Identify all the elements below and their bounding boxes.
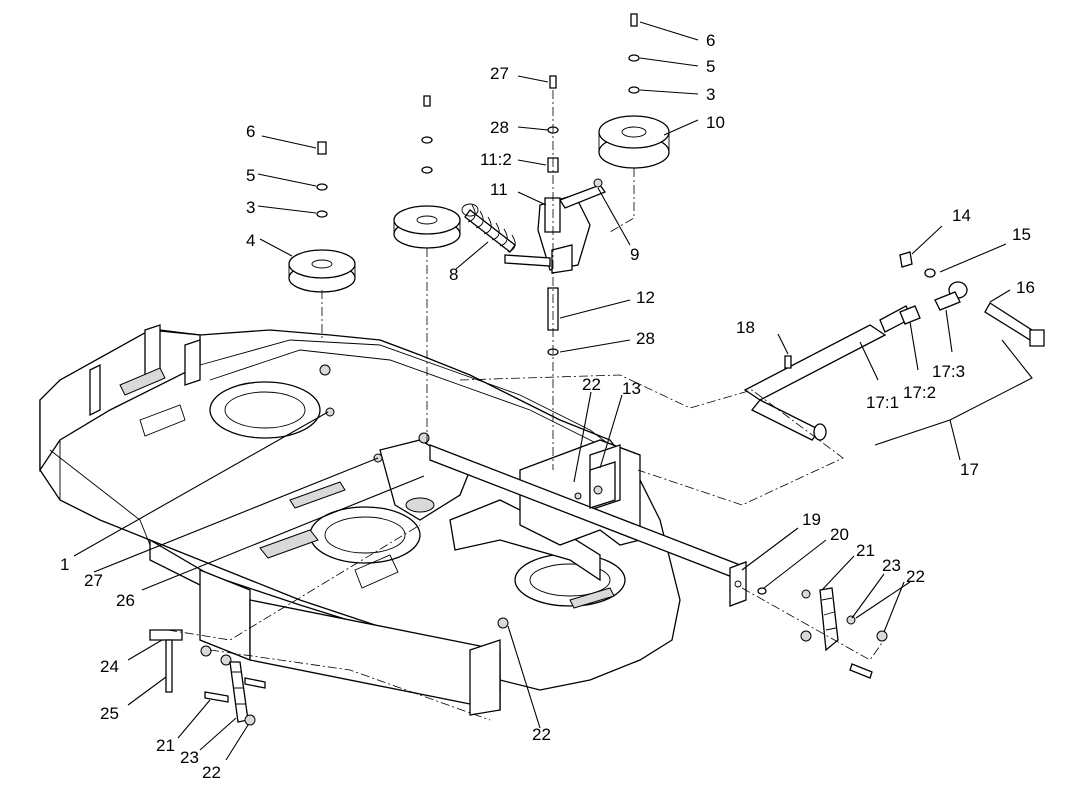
callout-12: 12 [636,288,655,307]
callout-3-left: 3 [246,198,255,217]
callout-14: 14 [952,206,971,225]
extension-spring [461,203,516,253]
callout-labels: 6 5 3 4 27 28 11:2 11 8 6 5 3 10 9 12 28… [60,31,1035,782]
alignment-centerlines [167,90,885,721]
callout-17-3: 17:3 [932,362,965,381]
pivot-rod-assembly [743,251,1045,441]
mower-deck-housing [39,324,741,716]
callout-23-right: 23 [882,556,901,575]
callout-27-top: 27 [490,64,509,83]
right-mount-plate [729,561,888,679]
leader-lines [73,21,1033,761]
washers-and-bolts [316,13,640,356]
callout-23-left: 23 [180,748,199,767]
callout-19: 19 [802,510,821,529]
callout-3-right: 3 [706,85,715,104]
callout-10: 10 [706,113,725,132]
callout-1: 1 [60,555,69,574]
callout-15: 15 [1012,225,1031,244]
callout-4: 4 [246,231,255,250]
callout-11: 11 [490,180,508,199]
callout-17-1: 17:1 [866,393,899,412]
right-idler-pulley [598,115,670,169]
callout-20: 20 [830,525,849,544]
callout-25: 25 [100,704,119,723]
callout-22-left: 22 [202,763,221,782]
left-mount-hardware [149,629,266,726]
callout-21-left: 21 [156,736,175,755]
callout-18: 18 [736,318,755,337]
callout-16: 16 [1016,278,1035,297]
idler-arm [504,178,607,274]
callout-6-right: 6 [706,31,715,50]
callout-17: 17 [960,460,979,479]
callout-6-left: 6 [246,122,255,141]
callout-27-bottom: 27 [84,571,103,590]
callout-26: 26 [116,591,135,610]
callout-28-top: 28 [490,118,509,137]
center-idler-pulley [393,205,461,249]
callout-11-2: 11:2 [480,150,512,169]
callout-22-right: 22 [906,567,925,586]
callout-22-center: 22 [582,375,601,394]
callout-21-right: 21 [856,541,875,560]
callout-28-bottom: 28 [636,329,655,348]
callout-17-2: 17:2 [903,383,936,402]
callout-24: 24 [100,657,119,676]
callout-5-left: 5 [246,166,255,185]
left-idler-pulley [288,249,356,293]
callout-8: 8 [449,265,458,284]
callout-13: 13 [622,379,641,398]
callout-5-right: 5 [706,57,715,76]
callout-9: 9 [630,245,639,264]
callout-22-bottom: 22 [532,725,551,744]
